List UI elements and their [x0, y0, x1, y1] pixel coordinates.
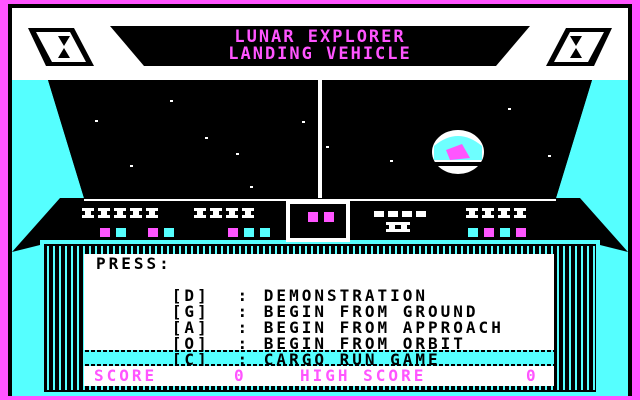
option-key: [A]	[171, 318, 210, 337]
hourglass-icon	[28, 28, 94, 66]
high-score-value: 0	[526, 366, 539, 385]
star-icon	[390, 160, 393, 162]
option-key: [D]	[171, 286, 210, 305]
star-icon	[130, 165, 133, 167]
option-label: BEGIN FROM ORBIT	[263, 334, 466, 353]
star-icon	[250, 186, 253, 188]
star-icon	[236, 153, 239, 155]
title-line-2: LANDING VEHICLE	[228, 44, 412, 64]
hourglass-icon	[546, 28, 612, 66]
high-score-label: HIGH SCORE	[300, 366, 427, 385]
option-key: [G]	[171, 302, 210, 321]
star-icon	[302, 121, 305, 123]
option-key: [O]	[171, 334, 210, 353]
option-key: [C]	[171, 350, 210, 369]
option-label: CARGO RUN GAME	[263, 350, 441, 369]
earth-icon	[432, 130, 484, 174]
star-icon	[95, 120, 98, 122]
score-label: SCORE	[94, 366, 158, 385]
score-value: 0	[234, 366, 247, 385]
option-label: BEGIN FROM APPROACH	[263, 318, 504, 337]
option-label: DEMONSTRATION	[263, 286, 429, 305]
option-begin-ground[interactable]: [G]:BEGIN FROM GROUND	[171, 302, 479, 321]
title-line-1: LUNAR EXPLORER	[234, 27, 406, 47]
menu-header: PRESS:	[96, 254, 172, 273]
option-begin-orbit[interactable]: [O]:BEGIN FROM ORBIT	[171, 334, 466, 353]
option-label: BEGIN FROM GROUND	[263, 302, 479, 321]
star-icon	[205, 137, 208, 139]
score-bar: SCORE 0 HIGH SCORE 0	[84, 366, 554, 386]
star-icon	[548, 155, 551, 157]
option-demonstration[interactable]: [D]:DEMONSTRATION	[171, 286, 429, 305]
star-icon	[508, 108, 511, 110]
star-icon	[170, 100, 173, 102]
main-menu: PRESS: [D]:DEMONSTRATION [G]:BEGIN FROM …	[84, 254, 554, 368]
option-begin-approach[interactable]: [A]:BEGIN FROM APPROACH	[171, 318, 504, 337]
star-icon	[326, 146, 329, 148]
option-cargo-run[interactable]: [C]:CARGO RUN GAME	[171, 350, 441, 369]
